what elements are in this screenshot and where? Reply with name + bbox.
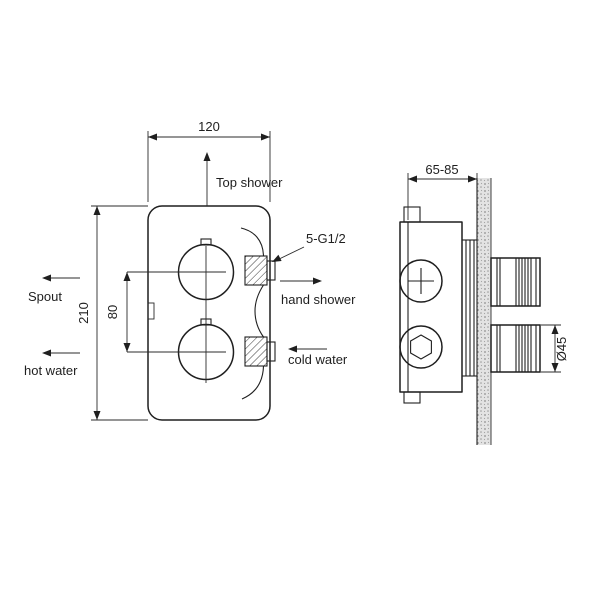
hot-water-label: hot water [24, 363, 78, 378]
side-view: 65-85 Ø45 [399, 162, 569, 445]
hand-shower-callout: hand shower [280, 277, 356, 307]
dimension-width: 120 [147, 119, 271, 202]
hand-shower-label: hand shower [281, 292, 356, 307]
side-knob-top [490, 257, 541, 307]
front-view: 120 210 80 Top shower Spout [24, 119, 356, 421]
dimension-height: 210 [76, 205, 148, 421]
hex-nut-port [399, 325, 443, 369]
cartridge-port [399, 259, 443, 303]
dimension-depth: 65-85 [407, 162, 478, 220]
valve-body [399, 206, 477, 404]
plate-side-notch [147, 302, 155, 320]
hot-water-callout: hot water [24, 349, 80, 378]
valve-fitting-top [244, 255, 276, 286]
side-knob-bottom [490, 324, 541, 373]
cold-water-callout: cold water [288, 345, 348, 367]
spout-callout: Spout [28, 274, 80, 304]
spout-label: Spout [28, 289, 62, 304]
cold-water-label: cold water [288, 352, 348, 367]
top-shower-label: Top shower [216, 175, 283, 190]
trim-plate [147, 205, 271, 421]
dim-width-label: 120 [198, 119, 220, 134]
centerlines [127, 246, 226, 383]
top-shower-callout: Top shower [203, 152, 283, 206]
thread-size-label: 5-G1/2 [306, 231, 346, 246]
dim-depth-label: 65-85 [425, 162, 458, 177]
dim-height-label: 210 [76, 302, 91, 324]
dimension-knob-diameter: Ø45 [541, 324, 569, 373]
profile-curve [240, 227, 265, 400]
valve-fitting-bottom [244, 336, 276, 367]
dimension-port-spacing: 80 [105, 272, 131, 352]
dim-port-spacing-label: 80 [105, 305, 120, 319]
wall-section [476, 178, 492, 445]
thread-callout: 5-G1/2 [272, 231, 346, 262]
dim-knob-diameter-label: Ø45 [554, 337, 569, 362]
